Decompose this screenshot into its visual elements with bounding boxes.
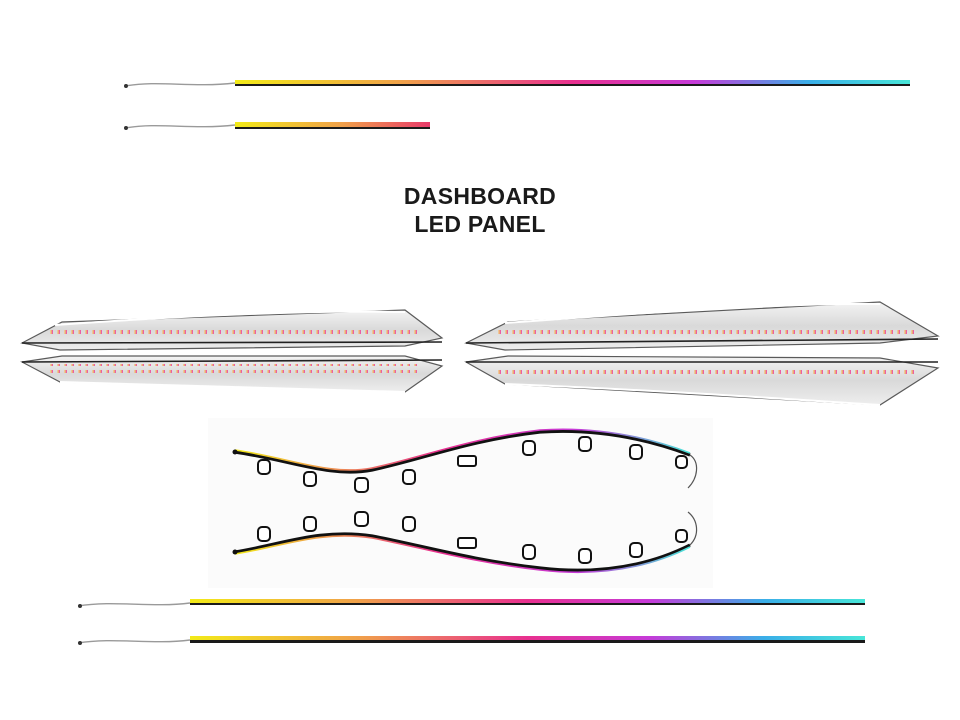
caption-line-1: DASHBOARD — [403, 183, 557, 209]
caption-line-2: LED PANEL — [414, 211, 546, 237]
dashboard-panel-right — [464, 301, 940, 406]
dashboard-panel-left — [20, 309, 444, 393]
led-strip-long-top — [124, 80, 910, 88]
led-strip-bottom-1 — [77, 599, 865, 608]
led-strip-short — [124, 122, 430, 130]
led-strip-bottom-2 — [77, 636, 865, 645]
product-caption: DASHBOARD LED PANEL — [330, 182, 630, 238]
led-outline-frame — [208, 418, 713, 588]
